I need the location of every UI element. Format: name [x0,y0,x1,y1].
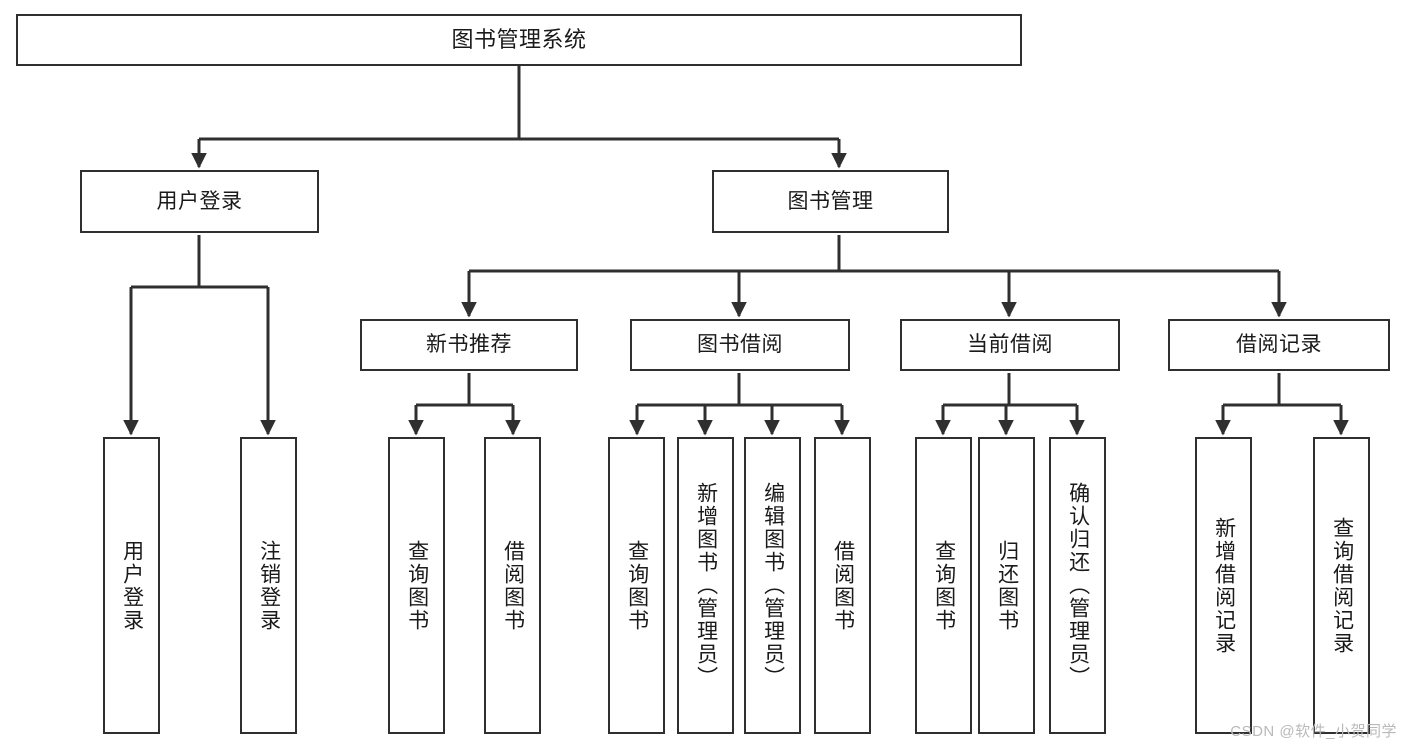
node-label: 图书管理 [787,189,874,213]
node-label: 新增借阅记录 [1212,516,1236,655]
node-label: 编辑图书（管理员） [761,482,785,689]
node-current-borrow[interactable]: 当前借阅 [900,319,1120,371]
node-leaf-edit-book-admin[interactable]: 编辑图书（管理员） [744,437,801,734]
node-book-borrow[interactable]: 图书借阅 [630,319,850,371]
node-leaf-query-book-nb[interactable]: 查询图书 [388,437,445,734]
node-label: 当前借阅 [967,333,1053,357]
node-leaf-logout[interactable]: 注销登录 [240,437,297,734]
node-label: 查询图书 [625,539,649,632]
csdn-watermark: CSDN @软件_小贺同学 [1230,723,1397,740]
node-leaf-add-book-admin[interactable]: 新增图书（管理员） [677,437,734,734]
node-leaf-query-book-cb[interactable]: 查询图书 [915,437,972,734]
node-borrow-record[interactable]: 借阅记录 [1168,319,1390,371]
node-label: 用户登录 [120,539,144,632]
node-label: 图书借阅 [697,333,783,357]
node-label: 查询图书 [405,539,429,632]
node-leaf-borrow-book-bb[interactable]: 借阅图书 [814,437,871,734]
node-leaf-query-borrow-record[interactable]: 查询借阅记录 [1313,437,1370,734]
node-leaf-borrow-book-nb[interactable]: 借阅图书 [484,437,541,734]
node-label: 借阅图书 [501,539,525,632]
node-book-manage[interactable]: 图书管理 [712,170,949,233]
node-label: 查询图书 [932,539,956,632]
node-user-login[interactable]: 用户登录 [80,170,319,233]
node-label: 归还图书 [995,539,1019,632]
node-leaf-add-borrow-record[interactable]: 新增借阅记录 [1195,437,1252,734]
node-label: 图书管理系统 [451,26,587,52]
node-label: 确认归还（管理员） [1066,482,1090,689]
node-label: 新增图书（管理员） [694,482,718,689]
node-leaf-query-book-bb[interactable]: 查询图书 [608,437,665,734]
node-label: 借阅记录 [1236,333,1322,357]
node-label: 用户登录 [156,189,243,213]
node-leaf-return-book[interactable]: 归还图书 [978,437,1035,734]
node-label: 查询借阅记录 [1330,516,1354,655]
node-leaf-confirm-return-admin[interactable]: 确认归还（管理员） [1049,437,1106,734]
node-label: 注销登录 [257,539,281,632]
node-new-book-recommend[interactable]: 新书推荐 [360,319,578,371]
node-leaf-user-login[interactable]: 用户登录 [103,437,160,734]
node-label: 新书推荐 [426,333,512,357]
node-label: 借阅图书 [831,539,855,632]
node-root-system[interactable]: 图书管理系统 [16,14,1022,66]
